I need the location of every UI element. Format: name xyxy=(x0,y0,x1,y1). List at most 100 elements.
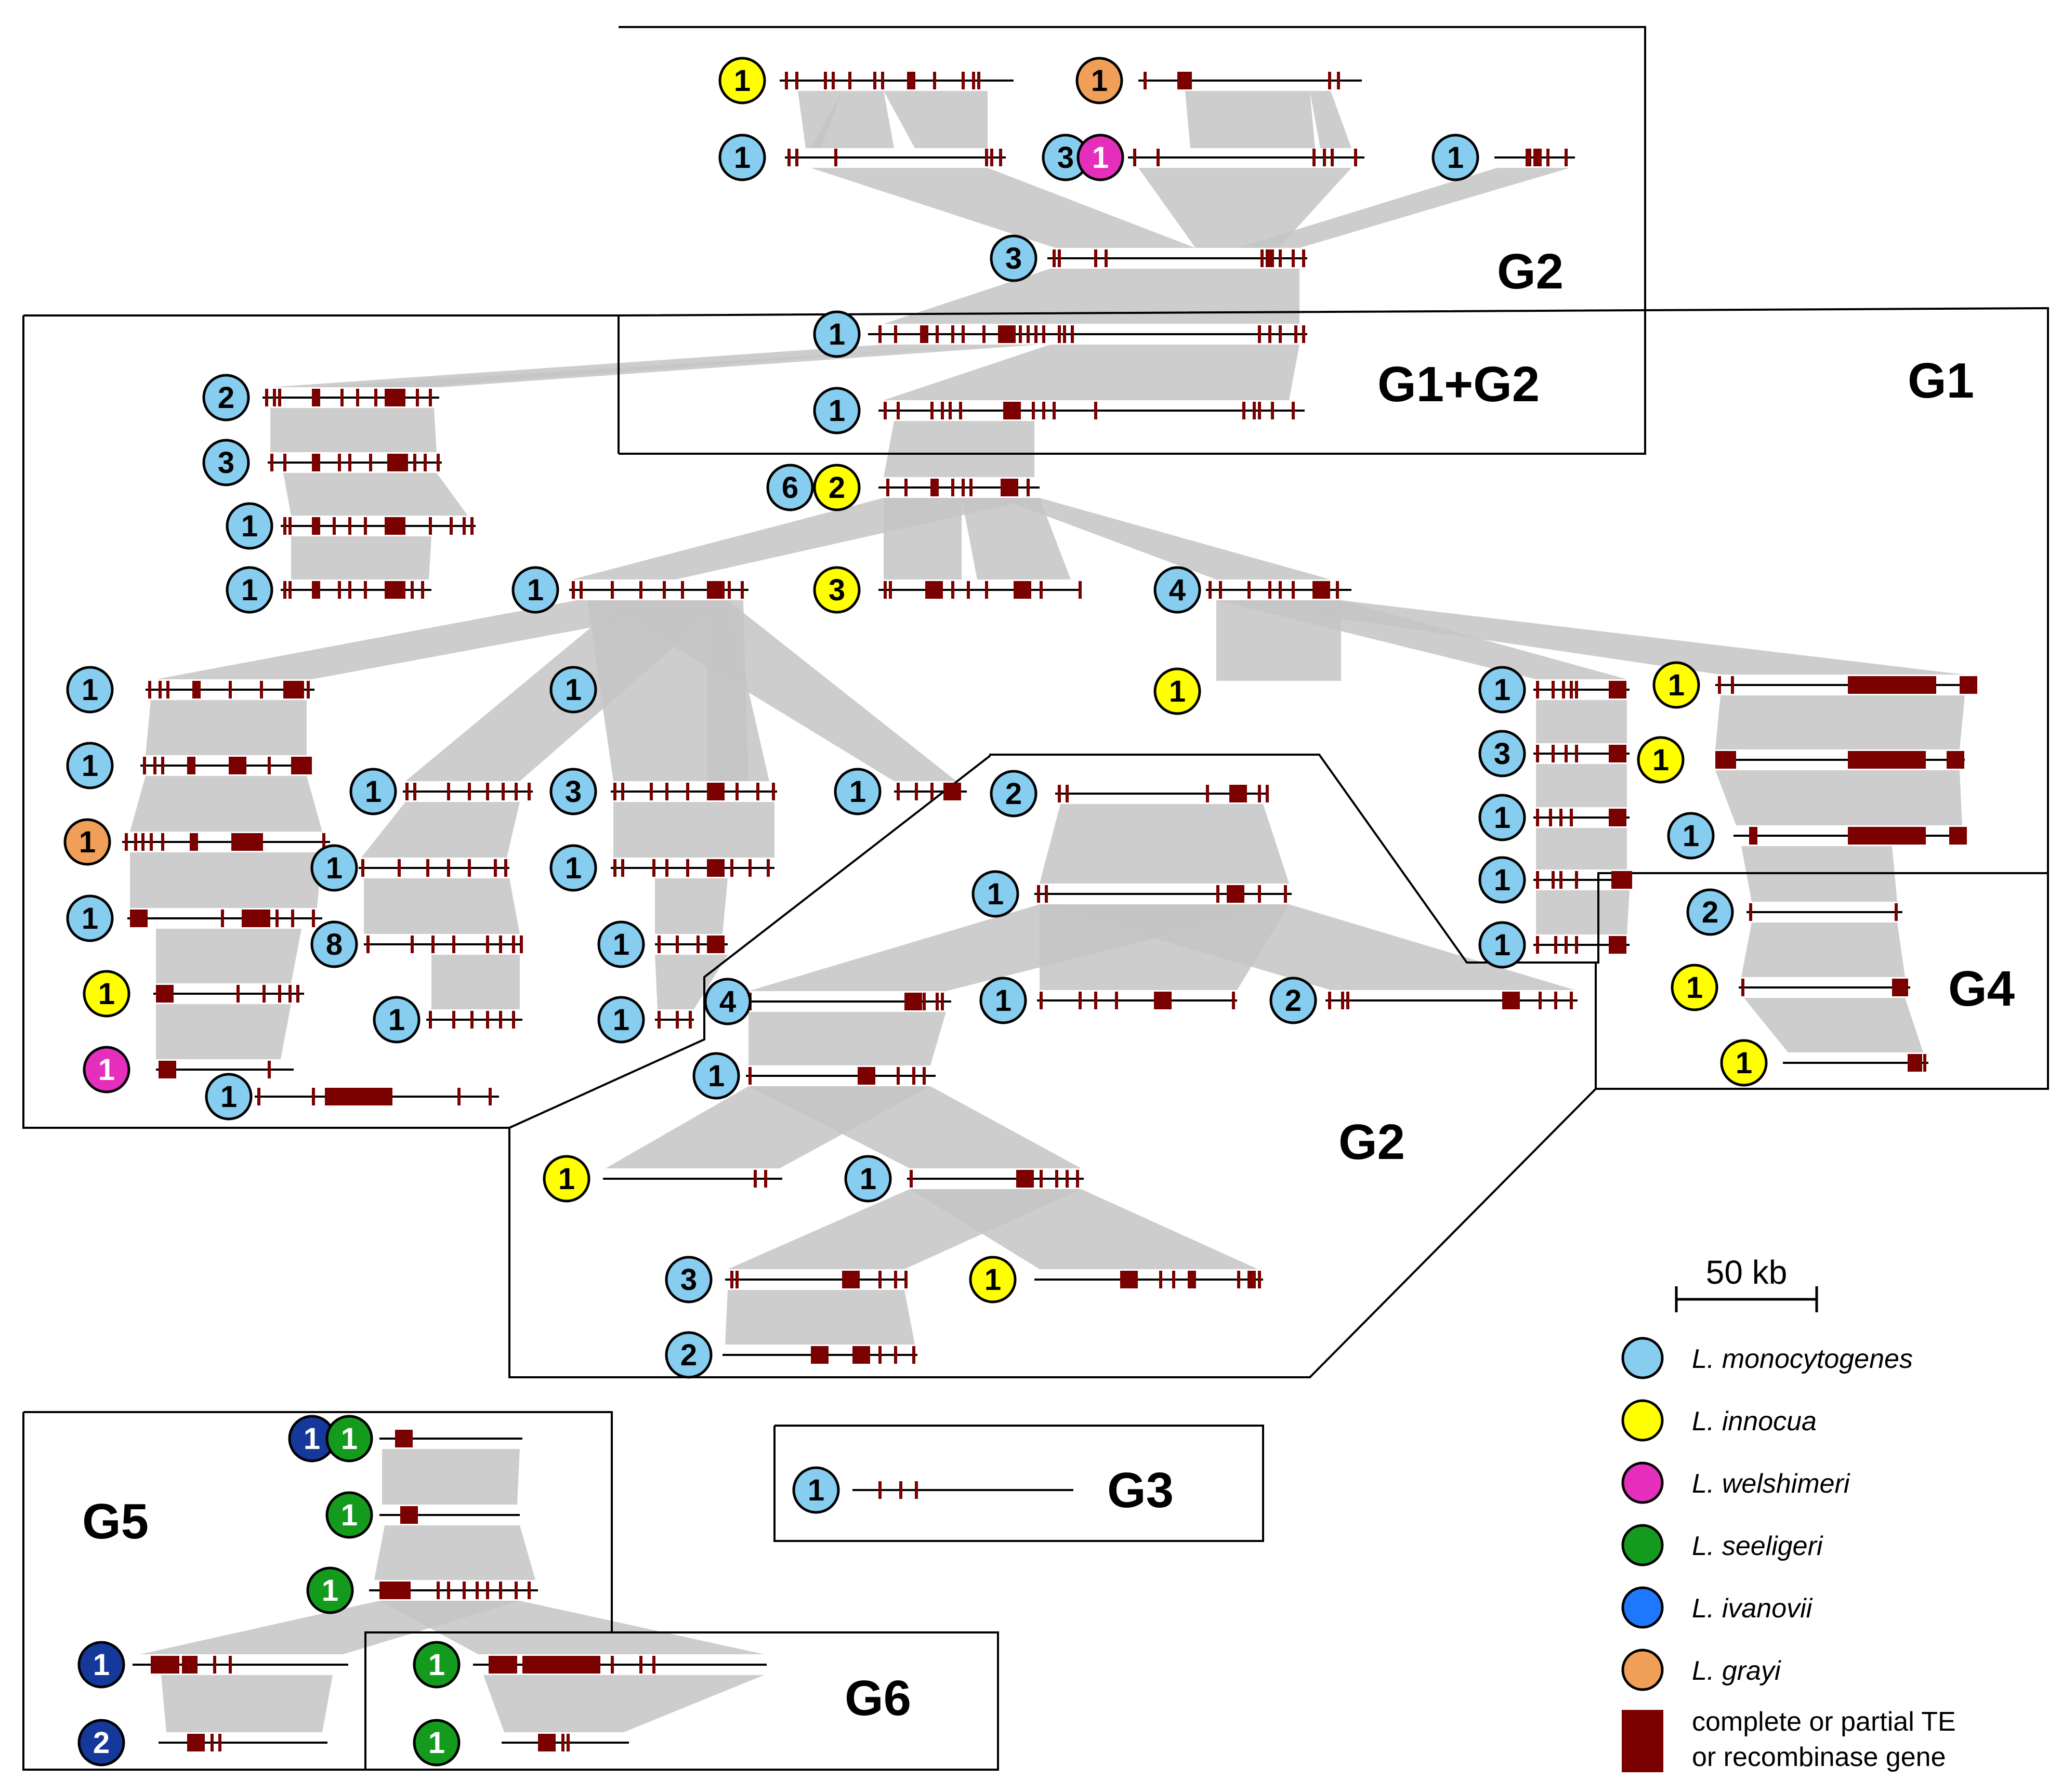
te-gene-mark xyxy=(348,454,351,471)
te-gene-mark xyxy=(962,72,965,89)
te-gene-mark xyxy=(951,581,954,599)
group-label-g2-top: G2 xyxy=(1497,244,1564,299)
badge-count: 1 xyxy=(1494,928,1511,962)
species-badge: 1 xyxy=(1478,856,1526,904)
te-gene-mark xyxy=(522,1656,600,1674)
species-badge: 1 xyxy=(1667,812,1715,860)
species-badge: 2 xyxy=(1686,888,1734,936)
te-gene-mark xyxy=(1292,249,1295,267)
te-gene-mark xyxy=(1094,249,1097,267)
te-gene-mark xyxy=(1003,402,1021,419)
genome-track-6 xyxy=(868,325,1307,343)
te-gene-mark xyxy=(395,1430,413,1447)
te-gene-mark xyxy=(426,859,429,877)
te-gene-mark xyxy=(312,910,315,927)
te-gene-mark xyxy=(1055,1170,1058,1188)
group-labels: G2 G1+G2 G1 G4 G2 G3 G5 G6 xyxy=(82,244,2015,1726)
te-gene-mark xyxy=(1559,809,1562,826)
badge-count: 3 xyxy=(680,1263,697,1297)
box-g1-outline xyxy=(22,315,991,1129)
te-gene-mark xyxy=(1302,249,1305,267)
badge-circle xyxy=(202,374,250,421)
te-gene-mark xyxy=(967,581,970,599)
te-gene-mark xyxy=(283,581,286,599)
badge-circle xyxy=(226,566,273,614)
species-badge: 1 xyxy=(971,870,1019,918)
species-badge: 4 xyxy=(1153,566,1201,614)
species-badge: 6 xyxy=(766,464,814,511)
te-gene-mark xyxy=(767,859,770,877)
genome-track-61 xyxy=(852,1481,1073,1499)
species-badge: 1 xyxy=(718,57,766,104)
badge-count: 1 xyxy=(1668,668,1685,702)
te-gene-mark xyxy=(1546,149,1549,166)
te-gene-mark xyxy=(463,517,466,535)
te-gene-mark xyxy=(159,1061,176,1078)
te-gene-mark xyxy=(468,859,471,877)
badge-circle xyxy=(413,1641,461,1689)
te-gene-mark xyxy=(1063,325,1066,343)
te-gene-mark xyxy=(1905,979,1908,996)
te-gene-mark xyxy=(936,325,939,343)
legend-swatch-welshimeri xyxy=(1621,1461,1664,1504)
species-badge: 3 xyxy=(1042,134,1089,181)
badge-circle xyxy=(511,566,559,614)
genome-track-54 xyxy=(379,1430,522,1447)
te-gene-mark xyxy=(1848,751,1926,769)
species-legend: L. monocytogenes L. innocua L. welshimer… xyxy=(1621,1337,1956,1772)
badge-circle xyxy=(1652,661,1700,709)
te-gene-mark xyxy=(707,935,725,953)
genome-track-52 xyxy=(1034,1271,1263,1288)
te-gene-mark xyxy=(1247,581,1251,599)
te-gene-mark xyxy=(904,479,908,496)
te-gene-mark xyxy=(741,581,744,599)
badge-count: 1 xyxy=(708,1059,725,1093)
te-gene-mark xyxy=(899,1481,902,1499)
te-gene-mark xyxy=(1045,885,1048,903)
te-gene-mark xyxy=(161,757,164,774)
te-gene-mark xyxy=(1848,676,1936,694)
te-gene-mark xyxy=(912,1346,915,1364)
te-gene-mark xyxy=(878,1346,882,1364)
te-gene-mark xyxy=(1960,676,1977,694)
species-badge: 1 xyxy=(63,818,111,866)
te-gene-mark xyxy=(621,783,624,800)
te-gene-mark xyxy=(333,517,336,535)
te-gene-mark xyxy=(166,681,169,699)
te-gene-mark xyxy=(413,454,416,471)
genome-track-37 xyxy=(1533,871,1632,889)
badge-circle xyxy=(413,1719,461,1767)
te-gene-mark xyxy=(1575,871,1578,889)
species-badge: 1 xyxy=(66,666,114,714)
te-gene-mark xyxy=(325,1088,392,1105)
badge-count: 1 xyxy=(1169,675,1186,708)
te-gene-mark xyxy=(894,1271,897,1288)
te-gene-mark xyxy=(153,757,156,774)
te-gene-mark xyxy=(1094,402,1097,419)
te-gene-mark xyxy=(283,454,286,471)
te-gene-mark xyxy=(795,149,798,166)
badge-circle xyxy=(205,1073,253,1121)
te-gene-mark xyxy=(1609,681,1626,699)
te-gene-mark xyxy=(1019,325,1022,343)
similarity-link-11 xyxy=(270,345,988,387)
badge-count: 1 xyxy=(326,851,343,885)
te-gene-mark xyxy=(260,833,263,851)
te-gene-mark xyxy=(915,1481,918,1499)
badge-circle xyxy=(63,818,111,866)
te-gene-mark xyxy=(182,1656,198,1674)
te-gene-mark xyxy=(969,479,973,496)
te-gene-mark xyxy=(260,681,263,699)
te-gene-mark xyxy=(538,1734,556,1751)
te-gene-mark xyxy=(1341,992,1344,1009)
te-gene-mark xyxy=(889,581,892,599)
similarity-link-54 xyxy=(1715,770,1962,825)
te-gene-mark xyxy=(1559,871,1562,889)
te-gene-mark xyxy=(159,681,162,699)
similarity-link-33 xyxy=(361,802,520,858)
te-gene-mark xyxy=(824,72,827,89)
te-gene-mark xyxy=(1284,885,1287,903)
te-gene-mark xyxy=(1058,249,1061,267)
te-gene-mark xyxy=(1533,149,1542,166)
te-gene-mark xyxy=(1227,885,1244,903)
